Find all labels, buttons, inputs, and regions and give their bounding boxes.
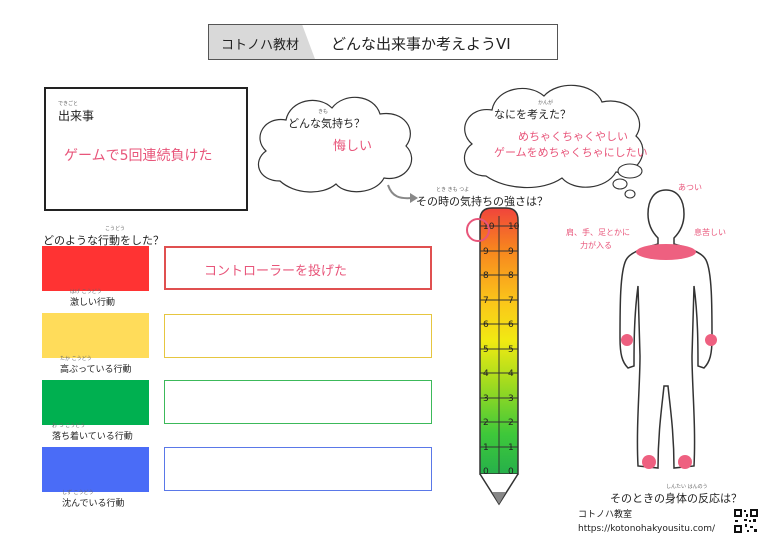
answer-down[interactable] xyxy=(164,447,432,491)
note-breath: 息苦しい xyxy=(694,228,726,237)
event-label-ruby: できごと xyxy=(58,101,79,107)
meter-level-3-left: 3 xyxy=(483,393,489,404)
feeling-cloud xyxy=(257,96,413,193)
label-intense-ruby: はげ こうどう xyxy=(70,289,102,295)
right-hand-mark xyxy=(705,334,717,346)
worksheet-header: コトノハ教材 どんな出来事か考えようVI xyxy=(208,24,558,60)
label-down-text: 沈んでいる行動 xyxy=(62,499,125,509)
thought-line-2: ゲームをめちゃくちゃにしたい xyxy=(494,146,648,159)
behavior-title-text: どのような行動をした？ xyxy=(43,234,164,247)
header-tab xyxy=(209,25,315,59)
label-calm: お つ こうどう落ち着いている行動 xyxy=(52,423,133,442)
meter-level-5-left: 5 xyxy=(483,344,489,355)
note-force: 力が入る xyxy=(580,241,612,250)
label-excited: たか こうどう高ぶっている行動 xyxy=(60,356,132,375)
body-question-text: そのときの身体の反応は？ xyxy=(610,492,742,505)
answer-intense-text: コントローラーを投げた xyxy=(204,264,348,279)
meter-level-7-right: 7 xyxy=(508,295,514,306)
feeling-ruby: きも xyxy=(318,109,329,115)
note-shoulders: 肩、手、足とかに xyxy=(566,228,630,237)
meter-level-1-left: 1 xyxy=(483,442,489,453)
label-down-ruby: しず こうどう xyxy=(62,490,94,496)
thought-bubbles-icon xyxy=(612,163,643,199)
thought-ruby: かんが xyxy=(538,100,554,106)
left-foot-mark xyxy=(642,455,656,469)
answer-intense[interactable]: コントローラーを投げた xyxy=(164,246,432,290)
label-intense-text: 激しい行動 xyxy=(70,298,116,308)
arrow-icon xyxy=(387,184,418,203)
credit: コトノハ教室 https://kotonohakyousitu.com/ xyxy=(578,508,715,536)
label-excited-text: 高ぶっている行動 xyxy=(60,365,132,375)
event-text: ゲームで5回連続負けた xyxy=(64,148,213,164)
meter-level-4-left: 4 xyxy=(483,369,489,379)
feeling-text: 悔しい xyxy=(333,139,373,154)
behavior-title: こうどうどのような行動をした？ xyxy=(43,226,164,248)
meter-level-5-right: 5 xyxy=(508,344,514,355)
event-label: できごと出来事 xyxy=(58,101,95,124)
thought-cloud xyxy=(463,84,644,189)
label-intense: はげ こうどう激しい行動 xyxy=(70,289,116,308)
label-calm-text: 落ち着いている行動 xyxy=(52,432,133,442)
feeling-label-text: どんな気持ち？ xyxy=(288,117,365,130)
thought-label: かんがなにを考えた？ xyxy=(494,100,571,122)
meter-level-6-left: 6 xyxy=(483,320,489,330)
meter-level-3-right: 3 xyxy=(508,393,514,404)
answer-calm[interactable] xyxy=(164,380,432,424)
worksheet-title: どんな出来事か考えようVI xyxy=(331,35,511,53)
intensity-meter xyxy=(479,207,519,506)
selected-level-marker xyxy=(466,218,490,242)
note-hot: あつい xyxy=(678,183,702,192)
swatch-intense xyxy=(42,246,149,291)
label-calm-ruby: お つ こうどう xyxy=(52,423,86,429)
answer-excited[interactable] xyxy=(164,314,432,358)
event-label-text: 出来事 xyxy=(58,109,95,123)
meter-level-7-left: 7 xyxy=(483,295,489,306)
meter-ticks xyxy=(480,225,518,448)
body-question-ruby: しんたい はんのう xyxy=(666,484,708,490)
meter-level-8-right: 8 xyxy=(508,271,514,281)
credit-name: コトノハ教室 xyxy=(578,510,633,520)
thought-line-1: めちゃくちゃくやしい xyxy=(518,130,628,143)
intensity-title-ruby: とき きも つよ xyxy=(436,187,470,193)
intensity-title: とき きも つよその時の気持ちの強さは？ xyxy=(416,187,548,209)
credit-url[interactable]: https://kotonohakyousitu.com/ xyxy=(578,524,716,534)
meter-level-9-left: 9 xyxy=(483,246,489,257)
meter-level-2-right: 2 xyxy=(508,418,514,428)
meter-level-0-right: 0 xyxy=(508,467,514,477)
meter-level-9-right: 9 xyxy=(508,246,514,257)
swatch-calm xyxy=(42,380,149,425)
meter-level-4-right: 4 xyxy=(508,369,514,379)
qr-code-icon xyxy=(733,508,759,534)
meter-level-0-left: 0 xyxy=(483,467,489,477)
left-hand-mark xyxy=(621,334,633,346)
label-excited-ruby: たか こうどう xyxy=(60,356,92,362)
behavior-title-ruby: こうどう xyxy=(105,226,126,232)
intensity-title-text: その時の気持ちの強さは？ xyxy=(416,195,548,208)
body-outline xyxy=(619,189,717,469)
meter-level-10-right: 10 xyxy=(508,222,520,232)
meter-level-8-left: 8 xyxy=(483,271,489,281)
meter-level-2-left: 2 xyxy=(483,418,489,428)
label-down: しず こうどう沈んでいる行動 xyxy=(62,490,125,509)
meter-level-1-right: 1 xyxy=(508,442,514,453)
event-box: できごと出来事 ゲームで5回連続負けた xyxy=(44,87,248,211)
right-foot-mark xyxy=(678,455,692,469)
meter-level-6-right: 6 xyxy=(508,320,514,330)
shoulder-tension-mark xyxy=(636,244,696,260)
header-tab-label: コトノハ教材 xyxy=(221,38,300,53)
thought-label-text: なにを考えた？ xyxy=(494,108,571,121)
body-question: しんたい はんのうそのときの身体の反応は？ xyxy=(610,484,742,506)
swatch-excited xyxy=(42,313,149,358)
feeling-label: きもどんな気持ち？ xyxy=(288,109,365,131)
swatch-down xyxy=(42,447,149,492)
